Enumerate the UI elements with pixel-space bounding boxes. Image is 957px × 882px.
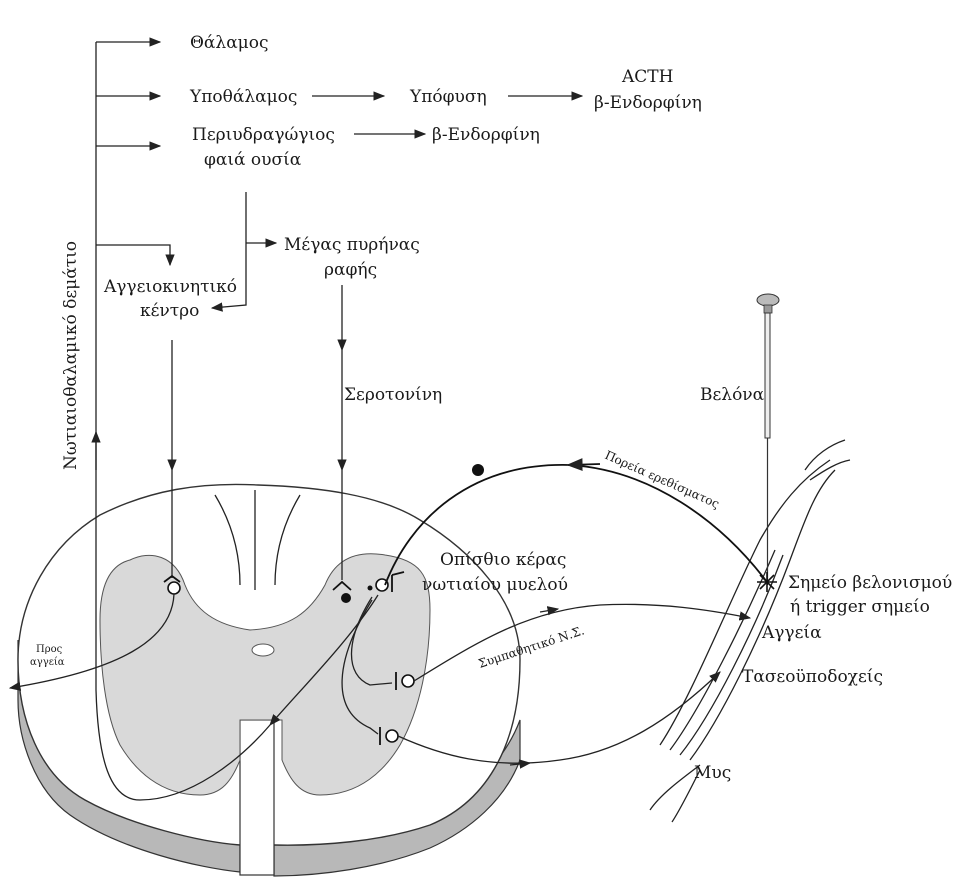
label-dorsal-horn-1: Οπίσθιο κέρας	[440, 550, 566, 570]
spinal-cord-section	[18, 484, 520, 876]
stimulus-dot	[472, 464, 484, 476]
central-canal	[252, 644, 274, 656]
label-needling-point-1: Σημείο βελονισμού	[788, 573, 952, 593]
label-thalamus: Θάλαμος	[190, 33, 268, 53]
label-to-vessels-2: αγγεία	[30, 657, 65, 668]
label-raphe-2: ραφής	[324, 260, 377, 280]
anterior-fissure	[240, 720, 274, 875]
needle-shaft	[765, 313, 770, 438]
label-raphe-1: Μέγας πυρήνας	[284, 235, 420, 255]
label-dorsal-horn-2: νωτιαίου μυελού	[422, 575, 568, 595]
label-needle: Βελόνα	[700, 385, 765, 405]
label-hypothalamus: Υποθάλαμος	[189, 87, 297, 107]
label-to-vessels-1: Προς	[36, 644, 63, 655]
label-stimulus-path: Πορεία ερεθίσματος	[603, 448, 722, 511]
label-beta-endorphin-1: β-Ενδορφίνη	[594, 93, 702, 113]
label-pag-1: Περιυδραγώγιος	[192, 125, 335, 145]
label-vasomotor-1: Αγγειοκινητικό	[103, 277, 237, 297]
label-pituitary: Υπόφυση	[409, 87, 487, 107]
needle-handle	[757, 294, 779, 306]
label-acth: ACTH	[621, 67, 673, 87]
label-serotonin: Σεροτονίνη	[344, 385, 442, 405]
label-pag-2: φαιά ουσία	[204, 150, 302, 170]
needle	[757, 294, 779, 585]
label-muscle: Μυς	[694, 763, 731, 783]
label-tendon-receptors: Τασεοϋποδοχείς	[742, 667, 883, 687]
label-vessels: Αγγεία	[761, 623, 822, 643]
label-vasomotor-2: κέντρο	[140, 301, 199, 321]
label-beta-endorphin-2: β-Ενδορφίνη	[432, 125, 540, 145]
label-needling-point-2: ή trigger σημείο	[790, 597, 930, 617]
label-spinothalamic: Νωτιαιοθαλαμικό δεμάτιο	[61, 241, 81, 470]
